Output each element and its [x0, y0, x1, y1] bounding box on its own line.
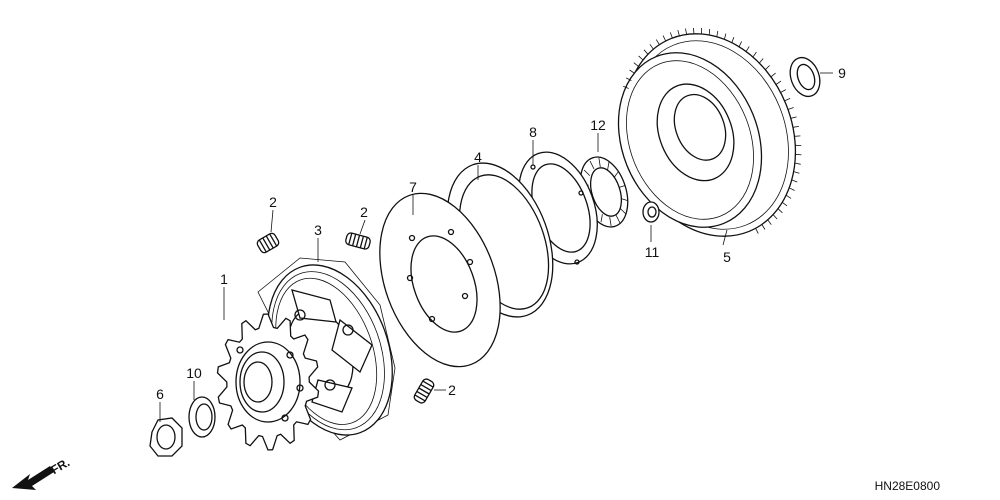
- callout-9: 9: [838, 65, 846, 81]
- callout-8: 8: [529, 124, 537, 140]
- callout-3: 3: [314, 222, 322, 238]
- callout-labels: 1 2 2 2 3 4 5 6 7 8 9 10 11 12: [156, 65, 846, 402]
- callout-2: 2: [448, 382, 456, 398]
- leader-lines: [159, 72, 833, 422]
- part-6-nut: [149, 417, 183, 457]
- direction-label: FR.: [48, 455, 72, 477]
- callout-10: 10: [186, 365, 202, 381]
- part-9-ring: [789, 56, 821, 98]
- callout-2: 2: [269, 194, 277, 210]
- part-11-nut: [642, 201, 660, 223]
- part-10-washer: [188, 396, 216, 438]
- figure-code: HN28E0800: [875, 479, 941, 493]
- part-1-drive-plate: [216, 313, 320, 451]
- callout-7: 7: [409, 179, 417, 195]
- callout-11: 11: [645, 244, 660, 260]
- part-5-clutch-outer: [617, 27, 802, 237]
- callout-1: 1: [220, 271, 228, 287]
- part-7-drive-plate: [379, 192, 501, 368]
- callout-6: 6: [156, 386, 164, 402]
- part-2-spring: [256, 232, 435, 404]
- callout-4: 4: [474, 149, 482, 165]
- front-direction-arrow-icon: FR.: [12, 455, 72, 490]
- callout-2: 2: [360, 204, 368, 220]
- callout-12: 12: [590, 117, 606, 133]
- callout-5: 5: [723, 249, 731, 265]
